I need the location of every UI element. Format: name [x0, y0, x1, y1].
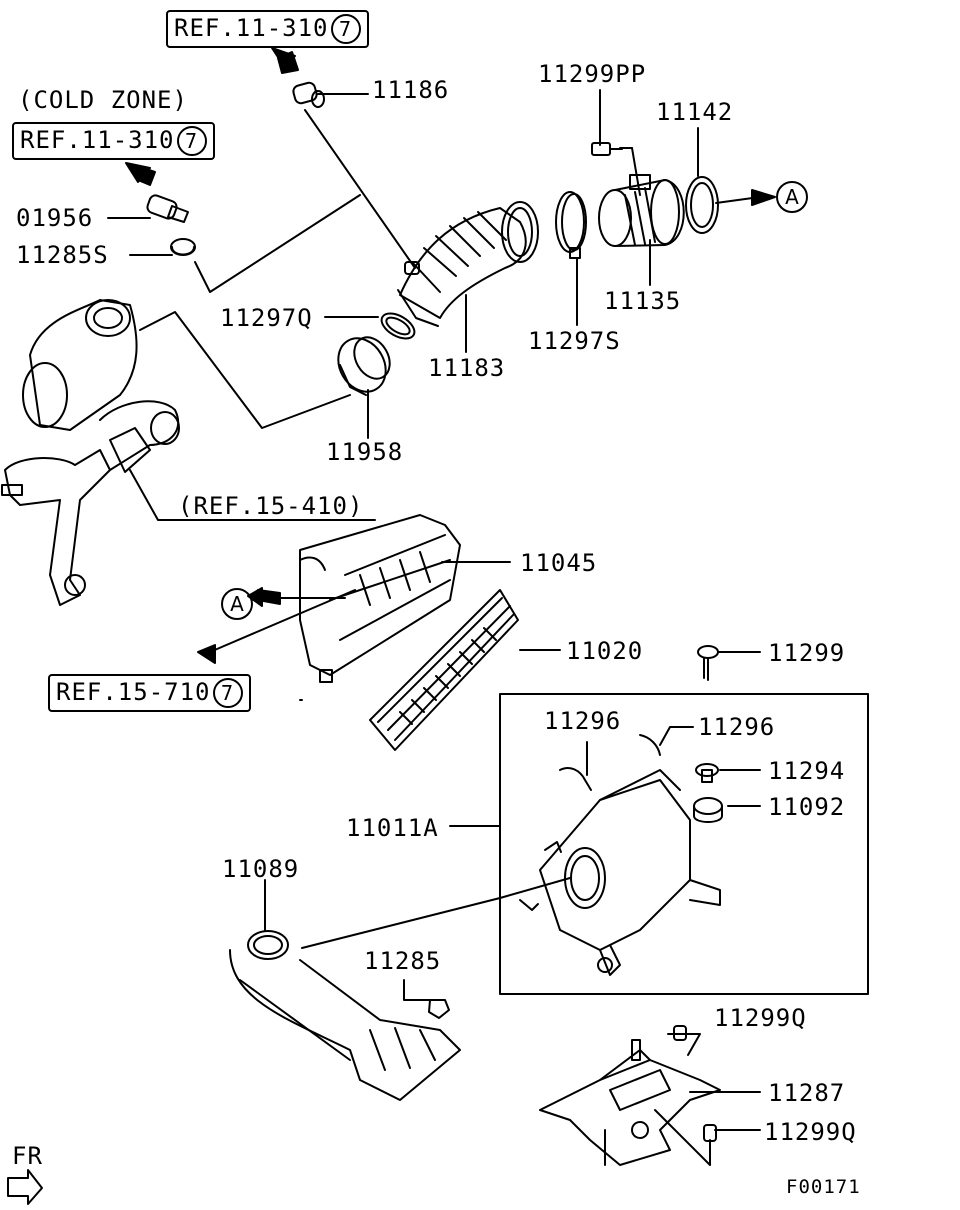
part-label-11045[interactable]: 11045 [520, 549, 598, 577]
aircleaner-case-11011A [519, 734, 723, 976]
part-label-11299[interactable]: 11299 [768, 639, 846, 667]
part-label-11183[interactable]: 11183 [428, 354, 506, 382]
ref-paren-label[interactable]: (REF.15-410) [178, 492, 364, 520]
front-direction-arrow [7, 1169, 43, 1205]
ref-box-cold-text: REF.11-310 [20, 126, 175, 154]
clip-11285 [428, 999, 450, 1019]
part-label-11296-left[interactable]: 11296 [544, 707, 622, 735]
ref-box-top-text: REF.11-310 [174, 14, 329, 42]
figure-code: F00171 [786, 1176, 861, 1198]
part-label-11297Q[interactable]: 11297Q [220, 304, 313, 332]
arrows [125, 47, 776, 664]
part-label-11297S[interactable]: 11297S [528, 327, 621, 355]
assembly-frame [499, 693, 869, 995]
bracket-11287 [539, 1025, 721, 1166]
part-label-11296-right[interactable]: 11296 [698, 713, 776, 741]
connector-11186 [292, 81, 325, 108]
intake-hose-11183 [397, 201, 539, 327]
clamp-11285S [170, 238, 196, 256]
connector-01956 [146, 194, 189, 223]
part-label-01956[interactable]: 01956 [16, 204, 94, 232]
part-label-11186[interactable]: 11186 [372, 76, 450, 104]
callout-a-left: A [221, 588, 253, 620]
clamp-11297S [555, 191, 587, 259]
part-label-11299PP[interactable]: 11299PP [538, 60, 647, 88]
part-label-11011A[interactable]: 11011A [346, 814, 439, 842]
part-label-11285[interactable]: 11285 [364, 947, 442, 975]
clamp-11297Q [380, 312, 416, 340]
part-label-11020[interactable]: 11020 [566, 637, 644, 665]
part-label-11287[interactable]: 11287 [768, 1079, 846, 1107]
part-label-11299Q-lower[interactable]: 11299Q [764, 1118, 857, 1146]
part-label-11299Q-upper[interactable]: 11299Q [714, 1004, 807, 1032]
duct-11089 [229, 930, 461, 1101]
part-label-11294[interactable]: 11294 [768, 757, 846, 785]
ref-box-cold-circle: 7 [176, 126, 207, 156]
filter-element-11020 [369, 589, 519, 751]
cold-zone-label: (COLD ZONE) [18, 86, 188, 114]
part-label-11092[interactable]: 11092 [768, 793, 846, 821]
leader-lines [107, 89, 761, 1166]
clamp-11958 [337, 336, 391, 396]
part-label-11142[interactable]: 11142 [656, 98, 734, 126]
ref-box-top-circle: 7 [330, 14, 361, 44]
part-label-11285S[interactable]: 11285S [16, 241, 109, 269]
airflow-sensor-11135 [598, 174, 685, 247]
direction-label: FR [12, 1142, 43, 1170]
ref-box-mid-text: REF.15-710 [56, 678, 211, 706]
aircleaner-cover-11045 [299, 514, 461, 683]
part-label-11089[interactable]: 11089 [222, 855, 300, 883]
bolt-11299PP [591, 142, 623, 156]
part-label-11958[interactable]: 11958 [326, 438, 404, 466]
part-label-11135[interactable]: 11135 [604, 287, 682, 315]
ref-box-mid-circle: 7 [212, 678, 243, 708]
turbo-assembly [1, 299, 180, 606]
callout-a-right: A [776, 181, 808, 213]
bolt-11299 [697, 645, 719, 681]
oring-11142 [685, 176, 719, 234]
